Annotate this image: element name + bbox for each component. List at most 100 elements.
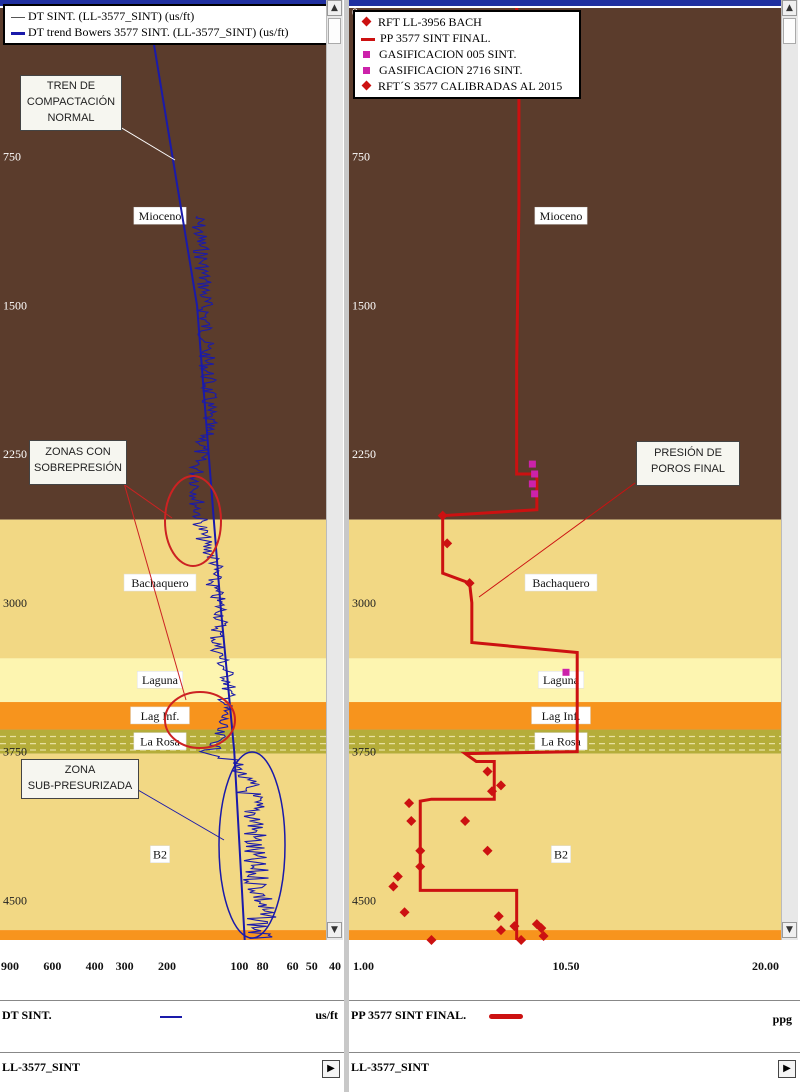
legend-item-rft-3956: RFT LL-3956 BACH [361,14,573,30]
legend-item-pp-final: PP 3577 SINT FINAL. [361,30,573,46]
formation-label-bg [150,845,170,863]
formation-label-bg [130,706,190,725]
arrow-down-icon[interactable]: ▼ [782,922,797,938]
rft-diamond-point [516,935,527,945]
separator [349,1052,800,1053]
formation-label: Lag Inf. [141,709,180,723]
formation-label: Mioceno [139,209,182,223]
diamond-icon [361,16,372,27]
curve-name: PP 3577 SINT FINAL. [351,1008,467,1022]
rft-diamond-point [404,798,415,809]
depth-tick-label: 3750 [3,745,27,759]
ellipse-overpressure-1 [164,475,222,567]
arrow-up-icon[interactable]: ▲ [782,0,797,16]
dt-legend: DT SINT. (LL-3577_SINT) (us/ft) DT trend… [3,4,329,45]
gas-square-point [531,470,539,478]
legend-item-gas-005: GASIFICACION 005 SINT. [361,46,573,62]
panel-divider[interactable] [344,0,349,1092]
track-top-bar [0,0,326,6]
depth-tick-label: 4500 [352,893,376,907]
annotation-tren-compactacion: TREN DE COMPACTACIÓN NORMAL [20,75,122,131]
legend-swatch [11,31,25,35]
annotation-zonas-sobrepresion: ZONAS CON SOBREPRESIÓN [29,440,127,485]
rft-diamond-point [536,923,547,934]
curve-unit: us/ft [315,1008,338,1022]
x-tick-label: 80 [257,959,269,973]
legend-item-rft-3577: RFT´S 3577 CALIBRADAS AL 2015 [361,78,573,94]
track-bottom-gap [349,941,781,947]
separator [349,1000,800,1001]
legend-label: GASIFICACION 2716 SINT. [379,63,523,77]
rft-diamond-point [495,925,506,936]
play-icon[interactable]: ▶ [778,1060,796,1078]
rft-diamond-point [538,931,549,942]
formation-label-bg [534,732,588,750]
diamond-icon [361,80,372,91]
depth-tick-label: 4500 [3,893,27,907]
formation-band [349,930,781,940]
formation-label: B2 [153,848,167,862]
play-icon[interactable]: ▶ [322,1060,340,1078]
curve-name: DT SINT. [2,1008,52,1022]
x-tick-label: 100 [230,959,248,973]
well-name: LL-3577_SINT [2,1060,81,1074]
annotation-presion-poros: PRESIÓN DE POROS FINAL [636,441,740,486]
legend-swatch [361,37,375,41]
vertical-scrollbar[interactable]: ▲ ▼ [326,0,343,940]
rft-diamond-point [415,845,426,856]
track-top-bar [349,0,781,6]
formation-band [0,930,326,940]
rft-diamond-point [437,510,448,521]
legend-label: RFT´S 3577 CALIBRADAS AL 2015 [378,79,563,93]
formation-label-bg [133,206,187,225]
curve-swatch [160,1016,182,1018]
rft-diamond-point [406,816,417,827]
formation-label-bg [551,845,571,863]
annotation-zona-subpresurizada: ZONA SUB-PRESURIZADA [21,759,139,799]
ellipse-overpressure-2 [164,691,236,749]
dt-sint-curve [188,215,277,940]
legend-swatch [11,16,25,18]
depth-tick-label: 1500 [3,298,27,312]
arrow-down-icon[interactable]: ▼ [327,922,342,938]
legend-item-gas-2716: GASIFICACION 2716 SINT. [361,62,573,78]
gas-square-point [531,490,539,498]
leader-line [478,482,636,598]
rft-diamond-point [509,921,520,932]
depth-tick-label: 750 [3,150,21,164]
arrow-up-icon[interactable]: ▲ [327,0,342,16]
x-tick-label: 10.50 [553,959,580,973]
formation-label-bg [534,206,588,225]
rft-diamond-point [531,919,542,930]
vertical-scrollbar[interactable]: ▲ ▼ [781,0,798,940]
legend-label: PP 3577 SINT FINAL. [380,31,491,45]
x-tick-label: 200 [158,959,176,973]
x-tick-label: 40 [329,959,341,973]
leader-line [119,126,176,161]
pp-legend: RFT LL-3956 BACH PP 3577 SINT FINAL. GAS… [353,10,581,99]
rft-diamond-point [388,881,399,892]
x-tick-label: 300 [116,959,134,973]
rft-diamond-point [482,766,493,777]
depth-tick-label: 2250 [352,447,376,461]
formation-label-bg [537,670,585,689]
depth-tick-label: 750 [352,150,370,164]
curve-swatch [489,1014,523,1019]
rft-diamond-point [495,780,506,791]
formation-label: La Rosa [541,735,581,749]
well-name: LL-3577_SINT [351,1060,430,1074]
separator [0,1000,344,1001]
rft-diamond-point [392,871,403,882]
scrollbar-thumb[interactable] [783,18,796,44]
gas-square-point [562,668,570,676]
square-icon [363,51,370,58]
x-tick-label: 60 [287,959,299,973]
formation-label: Mioceno [540,209,583,223]
scrollbar-thumb[interactable] [328,18,341,44]
depth-tick-label: 3000 [352,596,376,610]
pp-final-line [418,7,579,940]
depth-tick-label: 1500 [352,298,376,312]
